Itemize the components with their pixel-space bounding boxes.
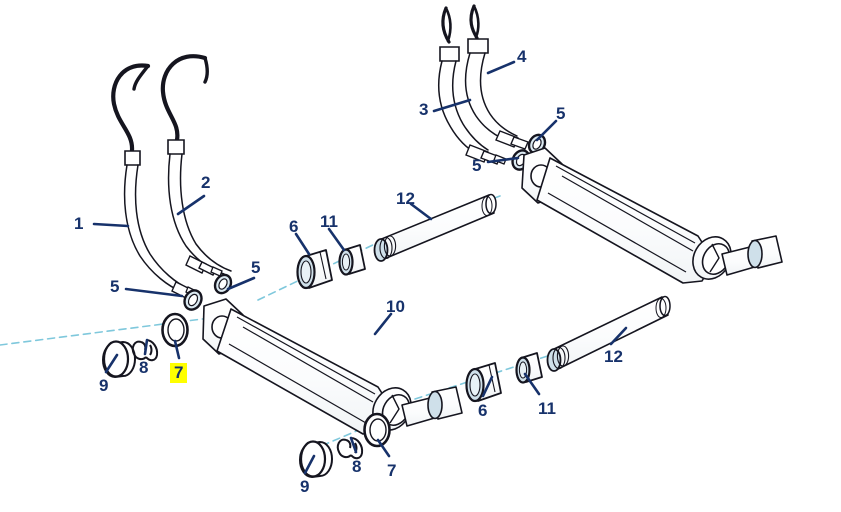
leader-line-6 — [481, 375, 494, 398]
leader-line-1 — [92, 222, 130, 228]
bushing-6-lower — [465, 362, 502, 403]
callout-label-8: 8 — [139, 358, 149, 377]
leader-line-12 — [409, 202, 433, 221]
leader-line-8 — [143, 338, 149, 356]
retaining-clip-8-lower — [336, 437, 364, 460]
leader-line-5 — [226, 276, 256, 291]
o-ring-5-left-a — [183, 289, 203, 311]
callout-leader-lines — [92, 60, 628, 475]
leader-line-9 — [104, 353, 119, 374]
callout-label-9: 9 — [99, 376, 109, 395]
leader-line-5 — [486, 156, 520, 164]
callout-label-5: 5 — [251, 258, 261, 277]
leader-line-9 — [303, 454, 316, 475]
callout-label-6: 6 — [289, 217, 299, 236]
callout-label-9: 9 — [300, 477, 310, 496]
cylinder-upper-right — [521, 147, 783, 284]
o-ring-5-left-b — [213, 273, 233, 295]
callout-label-7: 7 — [170, 363, 188, 383]
bushing-6-upper — [296, 249, 333, 290]
callout-label-12: 12 — [604, 347, 623, 366]
callout-label-4: 4 — [517, 47, 527, 66]
leader-line-12 — [609, 326, 628, 346]
callout-label-1: 1 — [74, 214, 84, 233]
leader-line-8 — [349, 436, 358, 454]
callout-label-7: 7 — [387, 461, 397, 480]
hose-3 — [437, 6, 507, 165]
callout-label-10: 10 — [386, 297, 405, 316]
callout-label-8: 8 — [352, 457, 362, 476]
spacer-11-upper — [338, 244, 366, 276]
seal-7-lower — [363, 412, 391, 448]
pin-rod-12-upper — [373, 193, 497, 262]
leader-line-3 — [432, 98, 472, 113]
hose-4 — [464, 4, 529, 150]
leader-line-5 — [124, 287, 184, 298]
leader-line-11 — [327, 227, 346, 252]
hose-2 — [160, 54, 232, 277]
callout-label-6: 6 — [478, 401, 488, 420]
callout-label-11: 11 — [538, 399, 556, 418]
leader-line-10 — [373, 312, 393, 336]
end-cap-9-upper — [101, 340, 137, 379]
pin-rod-12-lower — [546, 295, 671, 372]
leader-line-5 — [535, 119, 558, 142]
leader-line-11 — [523, 372, 541, 396]
leader-line-2 — [176, 194, 206, 216]
callout-label-5: 5 — [472, 156, 482, 175]
leader-line-7 — [376, 438, 391, 458]
leader-line-4 — [486, 60, 516, 75]
callout-label-2: 2 — [201, 173, 211, 192]
callout-label-11: 11 — [320, 212, 338, 231]
callout-label-3: 3 — [419, 100, 429, 119]
callout-label-5: 5 — [110, 277, 120, 296]
hose-1 — [111, 63, 199, 300]
cylinder-10-center — [202, 298, 463, 435]
callout-label-5: 5 — [556, 104, 566, 123]
callout-label-12: 12 — [396, 189, 415, 208]
leader-line-6 — [294, 232, 311, 256]
leader-line-7 — [173, 339, 181, 360]
